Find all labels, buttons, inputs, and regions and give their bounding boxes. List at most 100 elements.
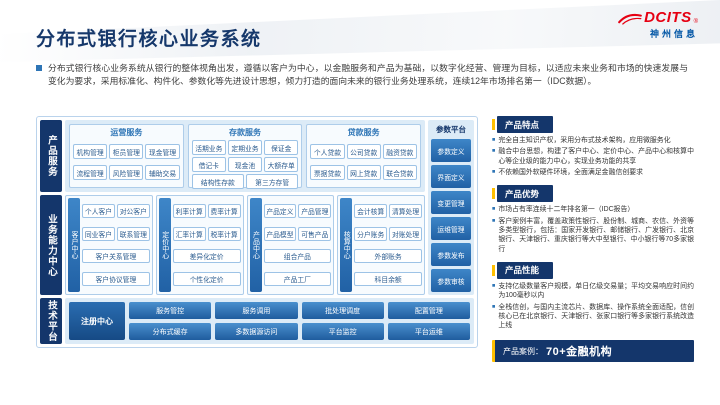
bullet-square-icon: ■ — [492, 168, 496, 175]
service-item: 联合贷款 — [382, 165, 417, 180]
bullet-text: 客户案例丰富，覆盖政策性银行、股份制、城商、农信、外资等多类型银行，包括：国家开… — [498, 217, 694, 253]
bullet-square-icon: ■ — [492, 303, 496, 310]
panel-bullet-list: ■支持亿级数量客户规模，单日亿级交易量；平均交易响应时间约为100毫秒以内 ■全… — [492, 282, 694, 331]
service-item: 辅助交易 — [145, 165, 180, 180]
platform-item: 分布式缓存 — [129, 323, 212, 340]
center-label: 核算中心 — [340, 198, 353, 292]
service-item: 个人贷款 — [310, 144, 345, 159]
service-item: 现金池 — [227, 157, 263, 172]
center-chips: 会计核算 清算处理 分户账务 对账处理 外部账务 科目余额 — [354, 198, 422, 292]
service-item: 公司贷款 — [346, 144, 381, 159]
param-platform-title: 参数平台 — [436, 125, 466, 134]
center-item: 产品管理 — [298, 204, 332, 219]
bullet-item: ■不依赖国外软硬件环境，全面满足金融信创要求 — [492, 168, 694, 177]
bullet-text: 市场占有率连续十二年排名第一（IDC报告） — [498, 206, 635, 214]
info-panels: 产品特点 ■完全自主知识产权，采用分布式技术架构，应用微服务化 ■融合中台思想，… — [492, 116, 694, 363]
platform-item: 服务调用 — [215, 302, 298, 319]
product-services-row: 运营服务 机构管理 柜员管理 现金管理 流程管理 风险管理 辅助交易 存款服务 … — [65, 120, 425, 192]
service-item: 票据贷款 — [310, 165, 345, 180]
architecture-diagram: 产品服务 运营服务 机构管理 柜员管理 现金管理 流程管理 风险管理 辅助交易 … — [36, 116, 478, 348]
panel-product-features: 产品特点 ■完全自主知识产权，采用分布式技术架构，应用微服务化 ■融合中台思想，… — [492, 116, 694, 179]
bullet-item: ■客户案例丰富，覆盖政策性银行、股份制、城商、农信、外资等多类型银行，包括：国家… — [492, 217, 694, 254]
panel-title: 产品性能 — [497, 261, 554, 279]
bullet-item: ■完全自主知识产权，采用分布式技术架构，应用微服务化 — [492, 136, 694, 145]
center-label: 产品中心 — [249, 198, 262, 292]
bullet-square-icon: ■ — [492, 148, 496, 155]
bullet-item: ■融合中台思想，构建了客户中心、定价中心、产品中心和核算中心等企业级的能力中心，… — [492, 147, 694, 166]
center-item: 组合产品 — [263, 249, 332, 264]
logo-top: DCITS ® — [618, 10, 698, 25]
center-item: 产品定义 — [263, 204, 297, 219]
center-item: 税率计算 — [207, 226, 241, 241]
center-item: 利率计算 — [172, 204, 206, 219]
platform-item: 平台运维 — [387, 323, 470, 340]
bullet-text: 融合中台思想，构建了客户中心、定价中心、产品中心和核算中心等企业级的能力中心，实… — [498, 148, 694, 165]
center-item: 对账处理 — [389, 226, 422, 241]
center-label: 客户中心 — [68, 198, 80, 292]
logo-swoosh-icon — [618, 13, 642, 25]
bullet-text: 全栈信创，与国内主流芯片、数据库、操作系统全面适配，信创核心已在北京银行、天津银… — [498, 303, 694, 330]
product-cases-bar: 产品案例： 70+金融机构 — [492, 340, 694, 363]
param-item: 界面定义 — [431, 165, 471, 188]
center-item: 个性化定价 — [172, 271, 241, 286]
center-customer: 客户中心 个人客户 对公客户 同业客户 联系管理 客户关系管理 客户协议管理 — [65, 195, 153, 295]
loan-chips: 个人贷款 公司贷款 融资贷款 票据贷款 网上贷款 联合贷款 — [310, 140, 417, 184]
center-item: 分户账务 — [354, 226, 388, 241]
layer-label-product-services: 产品服务 — [40, 120, 62, 192]
service-item: 定期业务 — [227, 140, 263, 155]
center-item: 科目余额 — [354, 271, 422, 286]
panel-title: 产品优势 — [497, 185, 554, 203]
service-item: 网上贷款 — [346, 165, 381, 180]
platform-item: 多数据源访问 — [215, 323, 298, 340]
intro-text: 分布式银行核心业务系统从银行的整体视角出发，遵循以客户为中心，以金融服务和产品为… — [48, 63, 688, 87]
service-item: 借记卡 — [191, 157, 226, 172]
center-chips: 个人客户 对公客户 同业客户 联系管理 客户关系管理 客户协议管理 — [82, 198, 150, 292]
registry-center-block: 注册中心 — [69, 302, 125, 340]
center-item: 清算处理 — [389, 204, 422, 219]
center-item: 客户关系管理 — [82, 249, 150, 264]
panel-product-advantages: 产品优势 ■市场占有率连续十二年排名第一（IDC报告） ■客户案例丰富，覆盖政策… — [492, 185, 694, 256]
logo-company-text: 神州信息 — [649, 29, 698, 39]
panel-header: 产品性能 — [492, 261, 694, 279]
intro-paragraph: 分布式银行核心业务系统从银行的整体视角出发，遵循以客户为中心，以金融服务和产品为… — [36, 62, 688, 88]
case-label: 产品案例： — [503, 346, 543, 356]
bullet-text: 不依赖国外软硬件环境，全面满足金融信创要求 — [498, 168, 644, 176]
center-item: 联系管理 — [116, 226, 150, 241]
tech-platform-row: 注册中心 服务管控 服务调用 批处理调度 配置管理 分布式缓存 多数据源访问 平… — [65, 298, 474, 344]
center-item: 可售产品 — [298, 226, 332, 241]
platform-item: 服务管控 — [129, 302, 212, 319]
panel-product-performance: 产品性能 ■支持亿级数量客户规模，单日亿级交易量；平均交易响应时间约为100毫秒… — [492, 261, 694, 333]
group-title-loan: 贷款服务 — [347, 128, 380, 137]
param-item: 变更管理 — [431, 191, 471, 214]
bullet-item: ■支持亿级数量客户规模，单日亿级交易量；平均交易响应时间约为100毫秒以内 — [492, 282, 694, 301]
param-platform-column: 参数平台 参数定义 界面定义 变更管理 运维管理 参数发布 参数审核 — [428, 120, 474, 295]
operation-chips: 机构管理 柜员管理 现金管理 流程管理 风险管理 辅助交易 — [73, 140, 180, 184]
service-item: 风险管理 — [109, 165, 144, 180]
param-item: 参数定义 — [431, 139, 471, 162]
service-item: 大额存单 — [264, 157, 299, 172]
service-group-operation: 运营服务 机构管理 柜员管理 现金管理 流程管理 风险管理 辅助交易 — [69, 124, 184, 188]
bullet-square-icon — [36, 65, 42, 71]
panel-header: 产品优势 — [492, 185, 694, 203]
bullet-text: 完全自主知识产权，采用分布式技术架构，应用微服务化 — [498, 137, 671, 144]
service-item: 结构性存款 — [191, 174, 244, 189]
panel-bullet-list: ■完全自主知识产权，采用分布式技术架构，应用微服务化 ■融合中台思想，构建了客户… — [492, 136, 694, 177]
group-title-operation: 运营服务 — [110, 128, 143, 137]
gold-accent-icon — [492, 119, 495, 130]
bullet-square-icon: ■ — [492, 282, 496, 289]
center-item: 对公客户 — [116, 204, 150, 219]
center-label: 定价中心 — [158, 198, 171, 292]
bullet-square-icon: ■ — [492, 217, 496, 224]
service-item: 融资贷款 — [382, 144, 417, 159]
service-group-deposit: 存款服务 活期业务 定期业务 保证金 借记卡 现金池 大额存单 结构性存款 第三… — [187, 124, 303, 189]
case-value: 70+金融机构 — [546, 346, 613, 359]
platform-grid: 服务管控 服务调用 批处理调度 配置管理 分布式缓存 多数据源访问 平台监控 平… — [129, 302, 470, 340]
center-product: 产品中心 产品定义 产品管理 产品模型 可售产品 组合产品 产品工厂 — [246, 195, 335, 295]
service-item: 柜员管理 — [109, 144, 144, 159]
center-item: 外部账务 — [354, 249, 422, 264]
center-item: 差异化定价 — [172, 249, 241, 264]
gold-accent-icon — [492, 188, 495, 200]
center-item: 同业客户 — [82, 226, 115, 241]
center-chips: 产品定义 产品管理 产品模型 可售产品 组合产品 产品工厂 — [263, 198, 332, 292]
